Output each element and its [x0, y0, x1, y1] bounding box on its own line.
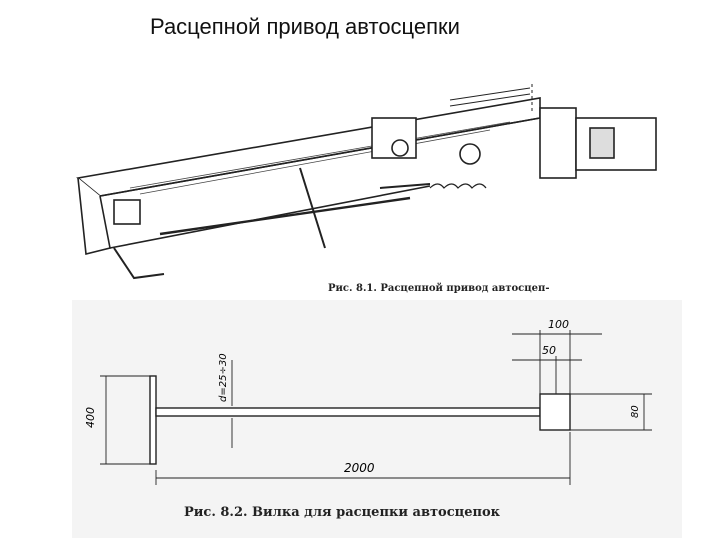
dim-fork-width-outer — [512, 330, 602, 394]
label-rod-diameter: d=25÷30 — [218, 353, 229, 402]
fork-shaft — [155, 407, 541, 417]
dim-handle-height — [100, 375, 150, 465]
label-fork-width-outer: 100 — [548, 318, 569, 331]
figure1-caption: Рис. 8.1. Расцепной привод автосцеп- — [328, 283, 550, 294]
lever-pivot — [459, 143, 481, 165]
figure2-caption: Рис. 8.2. Вилка для расцепки автосцепок — [184, 505, 501, 520]
dim-fork-width-inner — [512, 356, 582, 394]
lever-rod — [159, 196, 411, 236]
label-fork-height: 80 — [630, 405, 641, 418]
figure-uncoupling-drive: Рис. 8.1. Расцепной привод автосцеп- — [70, 78, 665, 300]
figure-uncoupling-fork: 400 d=25÷30 2000 100 50 80 Рис. 8.2. Вил… — [72, 300, 682, 538]
end-bracket — [113, 199, 141, 225]
dim-total-length — [155, 432, 571, 485]
uncoupling-fork-drawing: 400 d=25÷30 2000 100 50 80 Рис. 8.2. Вил… — [84, 318, 652, 520]
coupler-body — [575, 117, 657, 171]
dim-fork-height — [570, 393, 652, 431]
label-fork-width-inner: 50 — [542, 344, 556, 357]
coupler-head — [539, 107, 577, 179]
label-total-length: 2000 — [344, 461, 375, 475]
slide-title: Расцепной привод автосцепки — [150, 14, 460, 39]
label-handle-height: 400 — [84, 407, 97, 428]
dim-rod-diameter — [226, 360, 238, 448]
beam-end — [77, 177, 111, 255]
fork-head — [539, 393, 571, 431]
fork-handle — [149, 375, 157, 465]
lever-arm — [299, 167, 326, 249]
uncoupling-drive-drawing: Рис. 8.1. Расцепной привод автосцеп- — [76, 84, 657, 294]
chain — [429, 183, 487, 189]
